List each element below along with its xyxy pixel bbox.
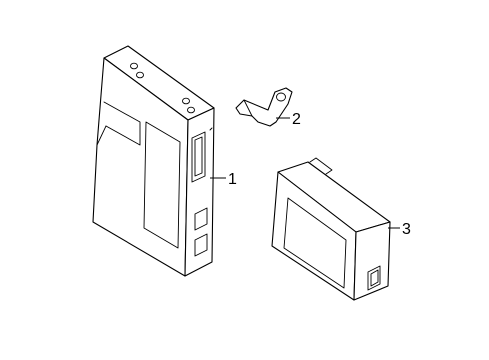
secondary-module-part-3 xyxy=(271,157,391,301)
module-lower-connector xyxy=(194,233,208,257)
box-side-face xyxy=(353,221,391,301)
mount-hole-icon xyxy=(182,97,190,105)
box-connector-inner xyxy=(370,269,379,287)
callout-1: 1 xyxy=(228,171,237,188)
callout-2: 2 xyxy=(292,111,301,128)
box-top-tab xyxy=(309,157,333,175)
bracket-hole-icon xyxy=(276,92,286,102)
callout-3: 3 xyxy=(402,221,411,238)
bracket-part-2 xyxy=(235,87,293,127)
module-connector-slot xyxy=(191,131,206,183)
module-side-edge xyxy=(209,127,213,131)
control-module-part-1 xyxy=(92,45,215,277)
bracket-fold xyxy=(243,99,253,117)
box-connector xyxy=(367,265,381,291)
module-front-step xyxy=(96,125,107,146)
module-side-face xyxy=(184,107,215,277)
module-connector-slot-inner xyxy=(194,136,203,177)
module-front-face xyxy=(92,57,189,277)
module-front-label-area xyxy=(143,121,181,249)
module-lower-connector xyxy=(194,207,208,231)
box-front-panel xyxy=(283,197,347,289)
module-front-panel xyxy=(103,101,141,146)
mount-hole-icon xyxy=(130,62,138,70)
mount-hole-icon xyxy=(187,106,195,114)
mount-hole-icon xyxy=(136,71,144,79)
